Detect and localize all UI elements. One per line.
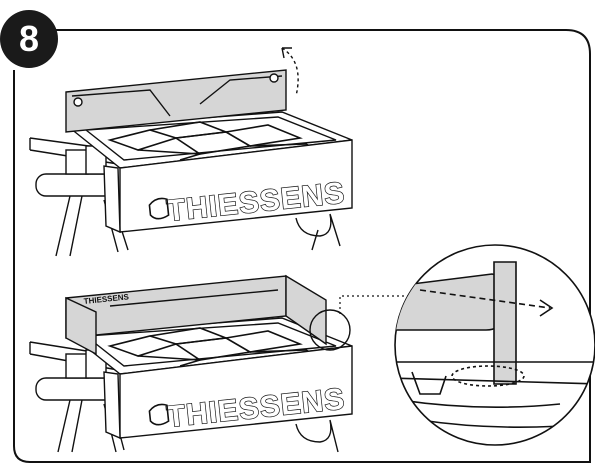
bracket-bottom-1 <box>65 353 89 379</box>
cart-legs-top <box>55 195 129 257</box>
brand-emblem-top <box>148 197 170 220</box>
rear-windscreen-top <box>65 69 287 133</box>
grates-bottom <box>107 327 319 367</box>
detail-callout-circle <box>309 309 351 351</box>
griddle-inner-bottom <box>84 322 337 367</box>
step-frame <box>13 29 591 463</box>
right-legs-top <box>295 213 341 251</box>
rotate-arrow <box>281 47 299 97</box>
detail-view <box>394 244 595 446</box>
right-legs-bottom <box>295 419 339 453</box>
griddle-bottom <box>29 274 353 453</box>
side-panel-top <box>103 165 121 234</box>
bracket-top-1 <box>65 149 89 175</box>
detail-slot <box>411 371 447 395</box>
detail-slide-arrow-head <box>539 299 554 317</box>
screw-top-left <box>73 97 83 107</box>
detail-post <box>493 261 517 385</box>
detail-side-panel <box>395 273 505 331</box>
left-side-windscreen <box>65 296 97 356</box>
side-panel-bottom <box>103 371 121 440</box>
step-number-badge: 8 <box>0 10 58 68</box>
grates-top <box>107 121 319 161</box>
griddle-top <box>29 47 353 257</box>
griddle-inner-top <box>84 116 337 161</box>
detail-slide-arrow <box>419 289 551 309</box>
rotate-arrow-head <box>281 47 292 59</box>
detail-rail <box>395 361 595 385</box>
rear-windscreen-inner <box>109 289 279 307</box>
detail-slot-highlight <box>451 365 525 387</box>
right-side-windscreen <box>285 274 327 346</box>
windscreen-brace-top <box>71 75 283 117</box>
cart-legs-bottom <box>57 399 125 453</box>
screw-top-right <box>269 73 279 83</box>
detail-leader-line <box>339 295 420 314</box>
brand-emblem-bottom <box>148 403 170 426</box>
